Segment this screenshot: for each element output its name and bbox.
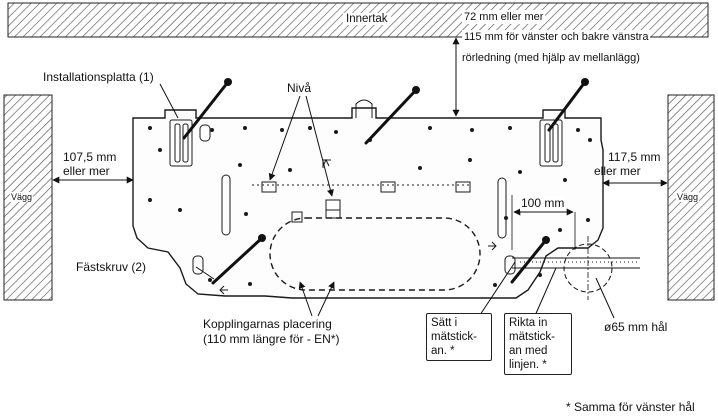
right-gap-line2: eller mer [594, 164, 641, 178]
ceiling-gap-line1: 72 mm eller mer [462, 10, 546, 24]
installation-plate-label: Installationsplatta (1) [43, 70, 154, 84]
dim-100-label: 100 mm [520, 196, 566, 211]
plate-holes [148, 126, 592, 287]
top-screws [182, 80, 587, 145]
align-line3: an med [509, 345, 548, 357]
coupling-leader-left [298, 281, 313, 317]
insert-leader [477, 261, 516, 319]
screw-leader [195, 266, 215, 280]
fixing-screws [211, 236, 548, 285]
left-gap-line1: 107,5 mm [63, 150, 117, 164]
align-line1: Rikta in [509, 317, 548, 329]
insert-line2: mätstick- [431, 331, 477, 343]
align-tape-box: Rikta in mätstick- an med linjen. * [504, 313, 572, 375]
ceiling-gap-line3: rörledning (med hjälp av mellanlägg) [462, 52, 640, 64]
level-leader-right [305, 95, 334, 197]
insert-line1: Sätt i [431, 317, 458, 329]
coupling-line2: (110 mm längre för - EN*) [203, 332, 340, 346]
ceiling-gap-line2: 115 mm för vänster och bakre vänstra [462, 30, 651, 44]
insert-tape-box: Sätt i mätstick- an. * [426, 313, 492, 361]
fixing-screw-label: Fästskruv (2) [76, 260, 147, 274]
plate-leader [159, 83, 179, 119]
align-leader [533, 267, 557, 319]
ceiling-label: Innertak [343, 13, 391, 25]
align-line4: linjen. * [509, 359, 547, 371]
hole-label: ø65 mm hål [604, 320, 668, 334]
right-gap-line1: 117,5 mm [608, 150, 661, 164]
left-gap-line2: eller mer [63, 164, 110, 178]
coupling-leader-right [317, 281, 335, 317]
insert-line3: an. * [431, 345, 455, 357]
left-wall-label: Vägg [10, 192, 34, 202]
level-label: Nivå [287, 81, 312, 95]
plate-details [169, 99, 563, 295]
hole-leader [595, 277, 615, 319]
coupling-line1: Kopplingarnas placering [203, 317, 332, 331]
right-wall-label: Vägg [676, 192, 700, 202]
align-line2: mätstick- [509, 331, 555, 343]
footnote: * Samma för vänster hål [566, 400, 695, 414]
level-leader-left [268, 95, 301, 181]
